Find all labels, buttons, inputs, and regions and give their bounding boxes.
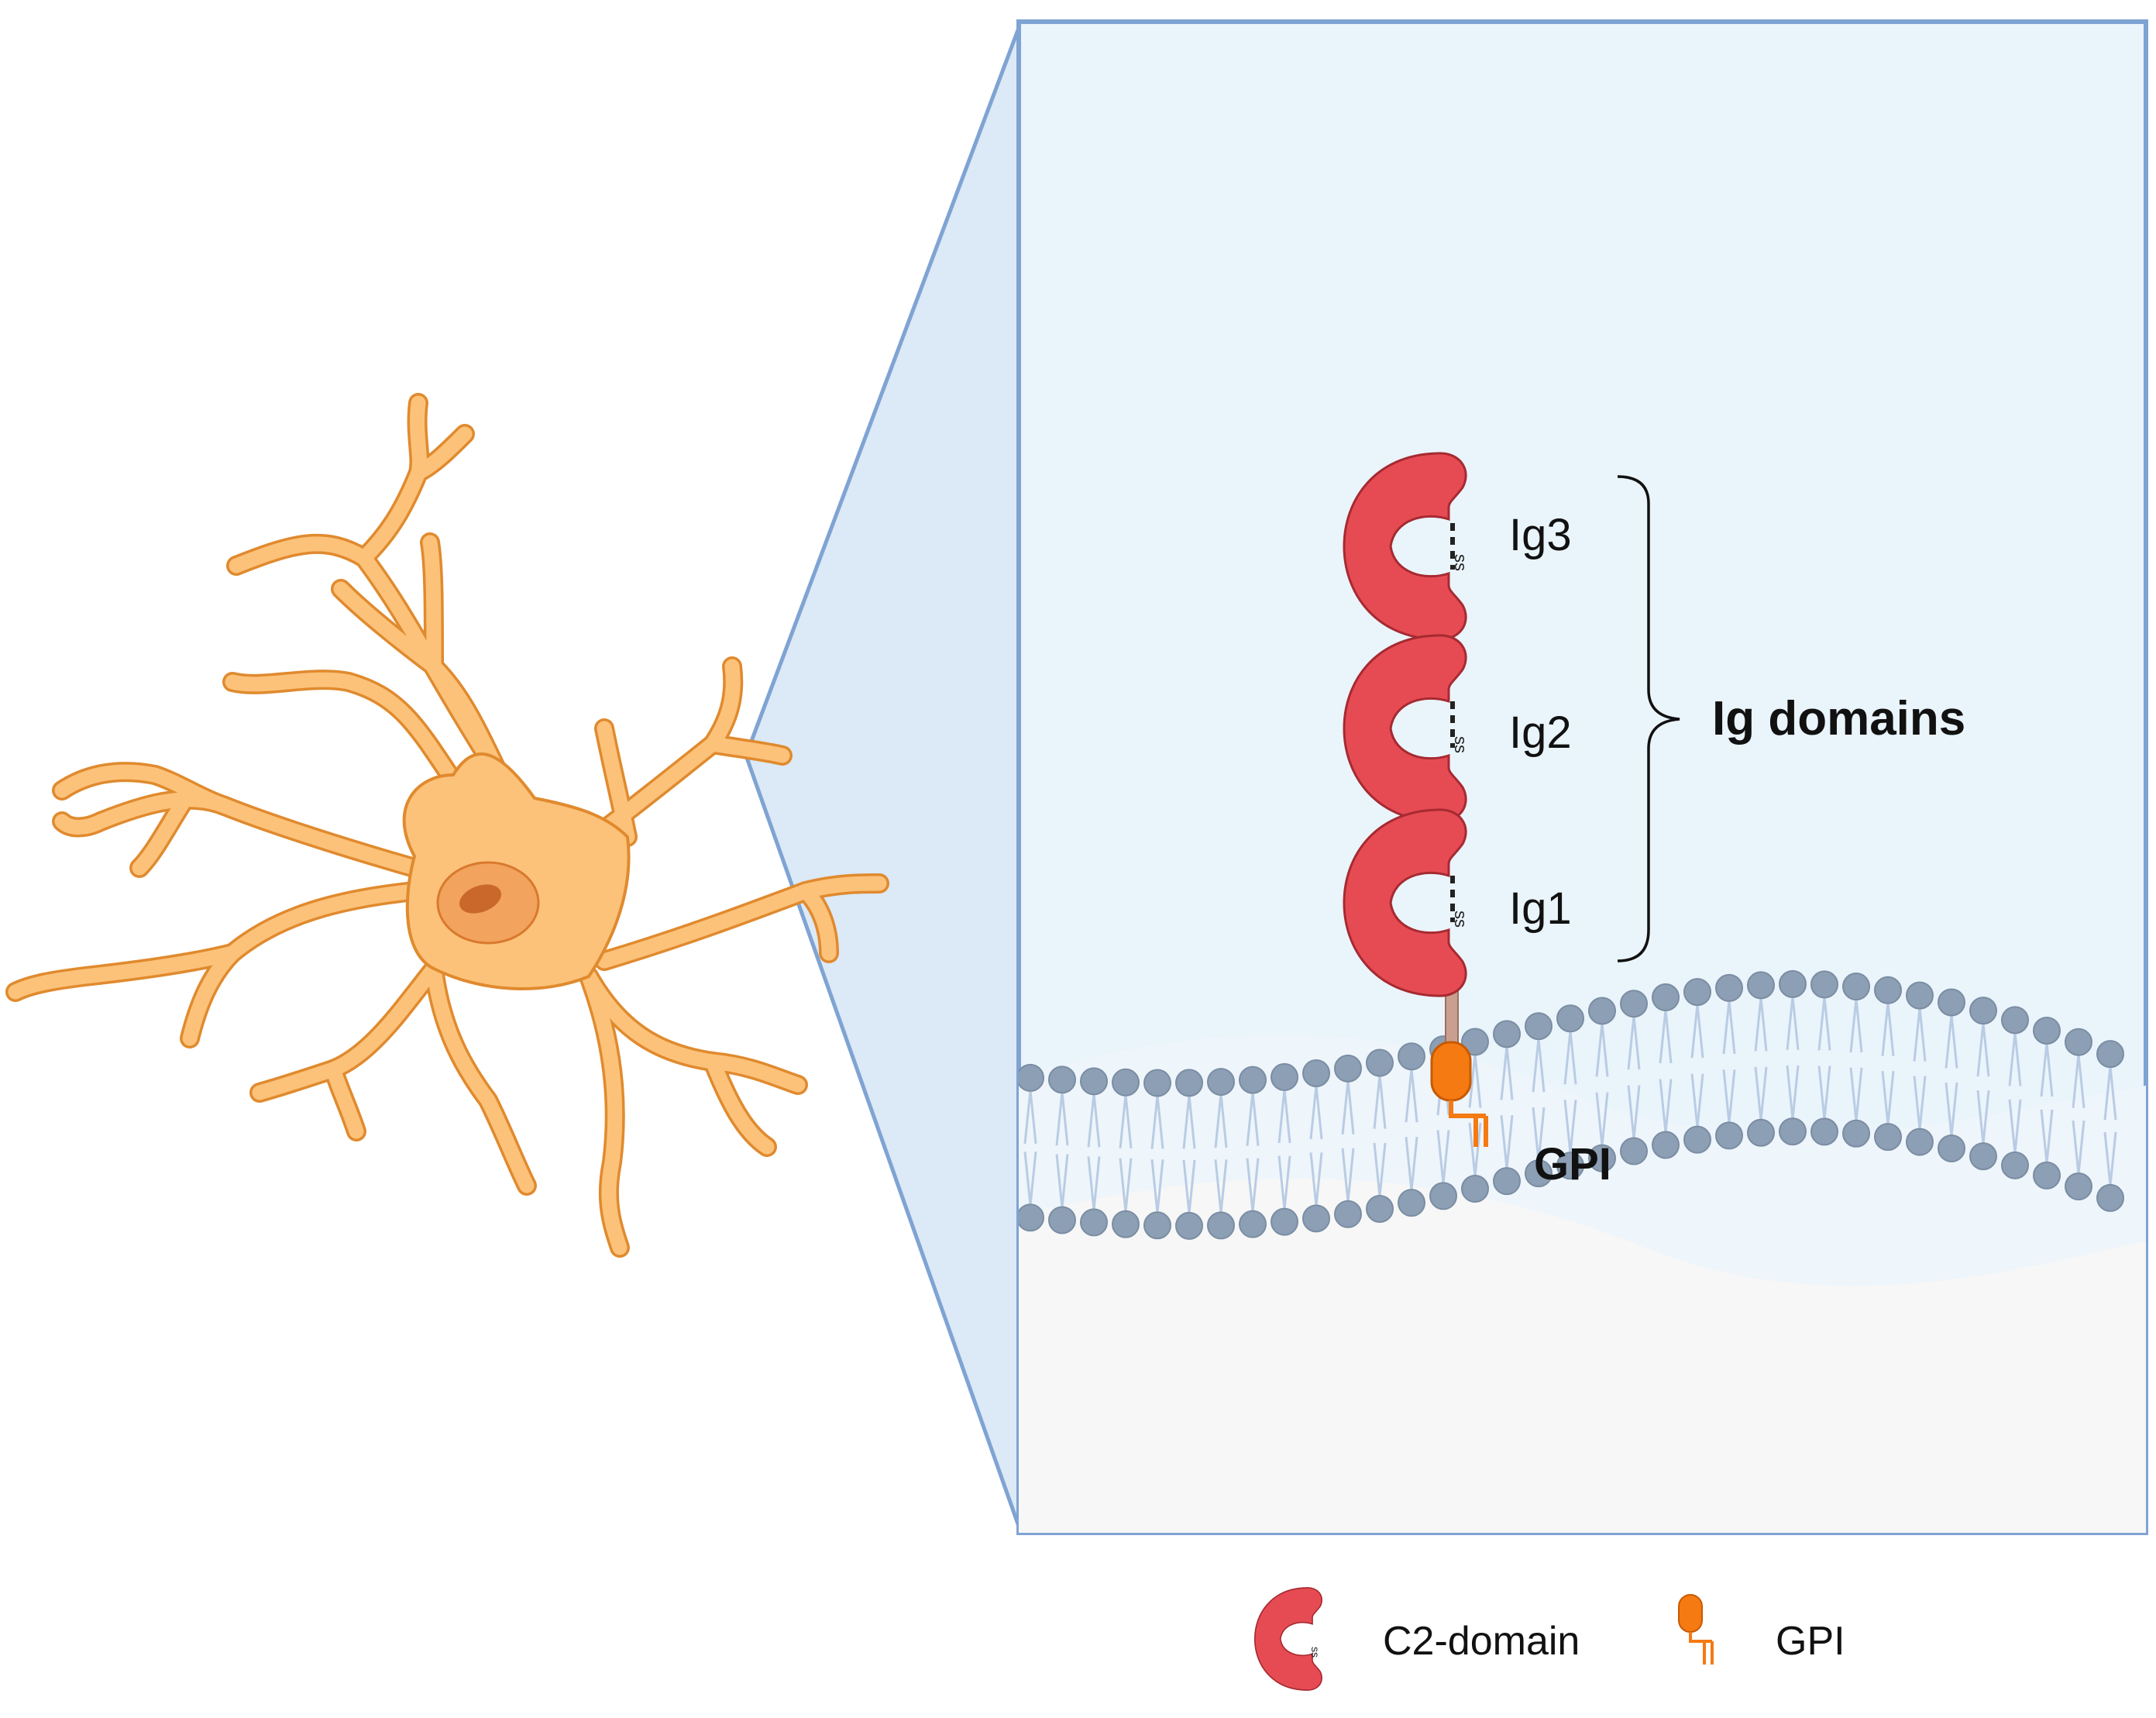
legend: ss C2-domain GPI [1253,1587,1845,1691]
lipid-bilayer [1019,969,2124,1240]
label-ig3: Ig3 [1509,510,1572,560]
zoom-line-top [744,21,1023,756]
lipid-tails [1023,996,2117,1214]
ig-bracket [1617,475,1680,962]
disulfide-label: ss [1451,736,1470,753]
zoom-wedge [746,22,1021,1533]
label-ig1: Ig1 [1509,883,1572,934]
nucleolus [459,884,501,914]
ig-domain-2: ss [1343,634,1470,823]
legend-c2-label: C2-domain [1383,1619,1580,1664]
zoom-line-bottom [744,755,1023,1534]
svg-text:ss: ss [1309,1647,1322,1658]
ig-domain-1: ss [1343,808,1470,997]
gpi-anchor-icon [1430,1041,1488,1147]
legend-gpi-label: GPI [1776,1619,1845,1664]
label-ig2: Ig2 [1509,708,1572,758]
disulfide-label: ss [1451,554,1470,571]
label-ig-domains: Ig domains [1712,692,1965,745]
label-gpi: GPI [1534,1139,1611,1190]
c2-domain-icon: ss [1253,1587,1323,1691]
ig-domain-3: ss [1343,452,1470,641]
cytoplasm [1019,1178,2146,1533]
legend-gpi-icon [1678,1594,1714,1665]
neuron-illustration [5,393,889,1258]
disulfide-label: ss [1451,911,1470,928]
